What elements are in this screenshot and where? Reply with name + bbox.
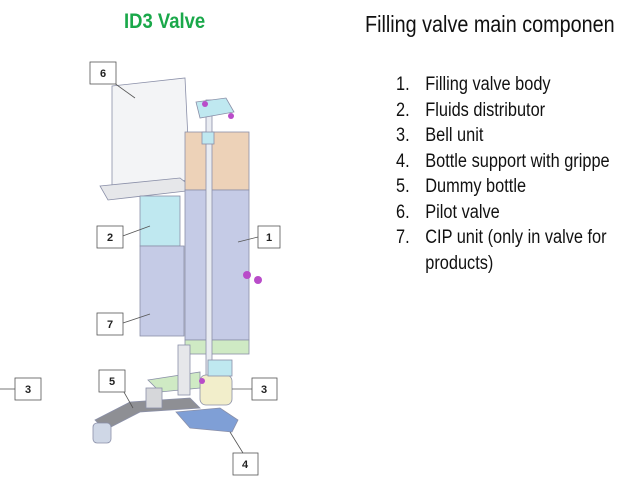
cip-unit: [139, 245, 185, 337]
svg-text:5: 5: [109, 376, 115, 388]
svg-text:7: 7: [107, 319, 113, 331]
svg-text:6: 6: [100, 68, 106, 80]
callout-3: 3: [251, 377, 278, 401]
list-item: 1.Filling valve body: [396, 74, 551, 95]
list-item: 6.Pilot valve: [396, 201, 500, 223]
bell-unit: [199, 374, 233, 406]
list-item: 7.CIP unit (only in valve for: [396, 227, 607, 248]
svg-text:1: 1: [266, 232, 272, 244]
pilot-valve: [111, 77, 191, 189]
callout-6: 6: [89, 61, 117, 85]
list-item: 4.Bottle support with grippe: [396, 150, 610, 172]
callout-2: 2: [96, 225, 124, 249]
slide-title: Filling valve main componen: [365, 11, 615, 37]
fluids-distributor: [139, 195, 181, 247]
bolts: [199, 101, 262, 384]
list-item: 3.Bell unit: [396, 125, 484, 146]
diagram-title: ID3 Valve: [124, 10, 206, 33]
component-list: 1.Filling valve body 2.Fluids distributo…: [396, 72, 610, 276]
callout-1: 1: [257, 225, 281, 249]
dummy-bottle: [92, 422, 112, 444]
list-item-continued: products): [425, 252, 494, 274]
list-item: 2.Fluids distributor: [396, 99, 546, 121]
filling-valve-body: [184, 189, 250, 341]
callout-3-left: 3: [14, 377, 42, 401]
bottle-support: [175, 407, 239, 433]
callout-5: 5: [98, 369, 126, 393]
svg-text:4: 4: [242, 459, 249, 471]
callout-7: 7: [96, 312, 124, 336]
list-item: 5.Dummy bottle: [396, 176, 527, 197]
svg-text:3: 3: [261, 384, 267, 396]
callout-4: 4: [232, 452, 259, 476]
svg-text:3: 3: [25, 384, 31, 396]
valve-body-top: [184, 131, 250, 191]
svg-text:2: 2: [107, 232, 113, 244]
